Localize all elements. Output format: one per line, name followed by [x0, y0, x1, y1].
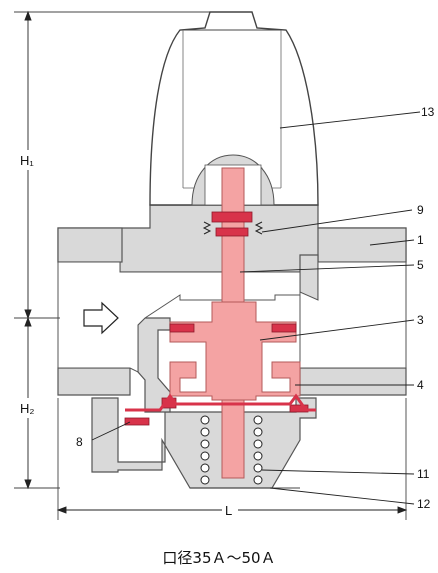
part-label-5: 5 [417, 258, 424, 272]
part-label-3: 3 [417, 313, 424, 327]
diagram-caption: 口径35Ａ～50Ａ [162, 549, 276, 567]
diaphragm [125, 393, 316, 412]
part-label-4: 4 [417, 378, 424, 392]
valve-stem [221, 167, 245, 479]
seals [124, 211, 309, 426]
part-label-8: 8 [76, 435, 83, 449]
dimension-lines [14, 10, 408, 520]
dimension-label-h1: H₁ [20, 153, 34, 168]
leader-lines [91, 111, 421, 505]
valve-disc [169, 301, 301, 401]
part-label-1: 1 [417, 233, 424, 247]
part-label-12: 12 [417, 497, 431, 511]
part-label-13: 13 [421, 105, 435, 119]
dimension-label-h2: H₂ [20, 401, 34, 416]
thread-marks [202, 221, 264, 235]
flow-direction-arrow-icon [83, 301, 119, 335]
part-label-11: 11 [417, 467, 430, 481]
dimension-label-length: L [225, 503, 232, 518]
spring [200, 415, 263, 485]
part-label-9: 9 [417, 203, 424, 217]
